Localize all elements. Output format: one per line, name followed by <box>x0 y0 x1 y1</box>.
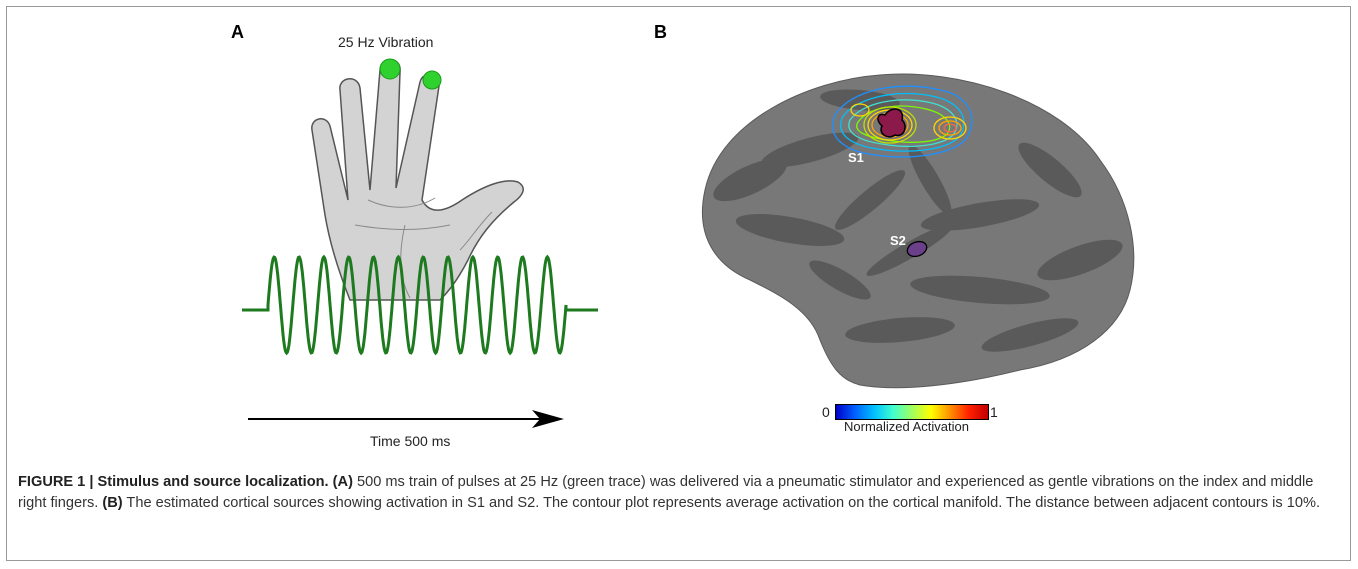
caption-b-text: The estimated cortical sources showing a… <box>122 495 1320 511</box>
middle-fingertip-marker <box>379 58 401 80</box>
panel-b-label: B <box>654 22 667 42</box>
brain-surface-figure <box>701 73 1135 389</box>
time-label: Time 500 ms <box>370 433 451 449</box>
caption-a-text: 500 ms train of pulses at 25 Hz (green t… <box>18 474 1314 511</box>
stimulus-label: 25 Hz Vibration <box>338 34 434 50</box>
s2-label: S2 <box>890 233 906 248</box>
s2-activation-region <box>906 240 928 258</box>
vibration-trace <box>242 254 598 356</box>
time-arrow-head <box>532 410 564 428</box>
panel-a-label: A <box>231 22 244 42</box>
panel-a-figure <box>242 58 598 428</box>
caption-a-tag: (A) <box>332 474 353 490</box>
caption-heading: FIGURE 1 | Stimulus and source localizat… <box>18 474 329 490</box>
s1-peak-region <box>877 108 906 138</box>
colorbar-min-label: 0 <box>822 404 830 420</box>
index-fingertip-marker <box>422 70 442 90</box>
hand-illustration <box>311 59 524 301</box>
colorbar <box>835 404 989 420</box>
figure-frame <box>6 6 1351 561</box>
caption-b-tag: (B) <box>102 495 123 511</box>
colorbar-max-label: 1 <box>990 404 998 420</box>
sulci-pattern <box>713 89 1123 352</box>
s1-activation-contours <box>832 85 973 158</box>
colorbar-title: Normalized Activation <box>844 419 969 434</box>
figure-caption: FIGURE 1 | Stimulus and source localizat… <box>18 472 1338 514</box>
s1-label: S1 <box>848 150 864 165</box>
